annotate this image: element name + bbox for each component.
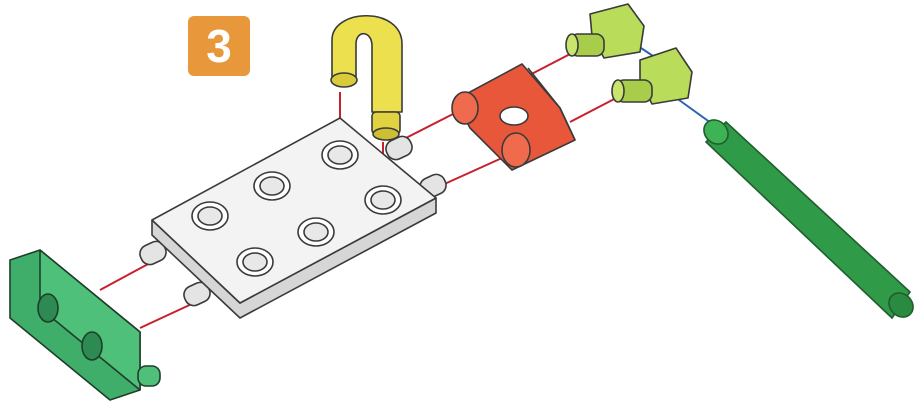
lime-elbow-connector-icon <box>566 4 644 58</box>
guide-line-plate-orange-top <box>402 113 455 140</box>
step-number-badge-icon: 3 <box>188 16 250 76</box>
guide-line-block-bottom <box>140 302 196 328</box>
orange-connector-icon <box>452 64 575 170</box>
guide-line-plate-orange-bottom <box>440 158 502 186</box>
guide-line-block-top <box>100 263 150 290</box>
lime-elbow-connector-icon <box>612 48 692 104</box>
green-rod-icon <box>699 115 918 322</box>
green-end-block-icon <box>10 250 160 400</box>
white-base-plate-icon <box>137 118 449 318</box>
guide-line-orange-elbow-bottom <box>570 96 620 122</box>
